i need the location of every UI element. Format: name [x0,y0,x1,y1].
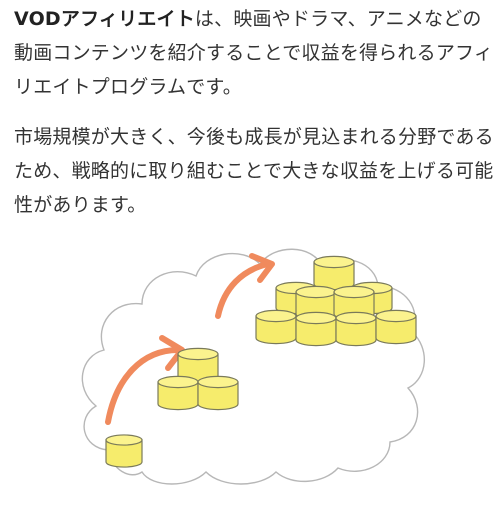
coin-medium-bottom-right [197,375,239,411]
article-body: VODアフィリエイトは、映画やドラマ、アニメなどの動画コンテンツを紹介することで… [14,0,494,222]
growth-arrow-right [215,253,275,319]
coin-growth-graphic [81,248,426,485]
growth-illustration [72,238,428,490]
coin-medium-bottom-left [157,375,199,411]
coin-large-top [313,255,355,291]
coin-large-bottom-1 [255,309,297,345]
vod-affiliate-term: VODアフィリエイト [14,8,195,30]
coin-large-bottom-3 [335,311,377,347]
intro-paragraph: VODアフィリエイトは、映画やドラマ、アニメなどの動画コンテンツを紹介することで… [14,0,494,104]
coin-large-bottom-2 [295,311,337,347]
coin-stacks [105,255,417,468]
coin-medium-top [177,347,219,383]
market-paragraph: 市場規模が大きく、今後も成長が見込まれる分野であるため、戦略的に取り組むことで大… [14,126,494,216]
intro-paragraph-text: は、映画やドラマ、アニメなどの動画コンテンツを紹介することで収益を得られるアフィ… [14,8,494,98]
coin-small-stack [105,434,143,468]
coin-large-bottom-4 [375,309,417,345]
